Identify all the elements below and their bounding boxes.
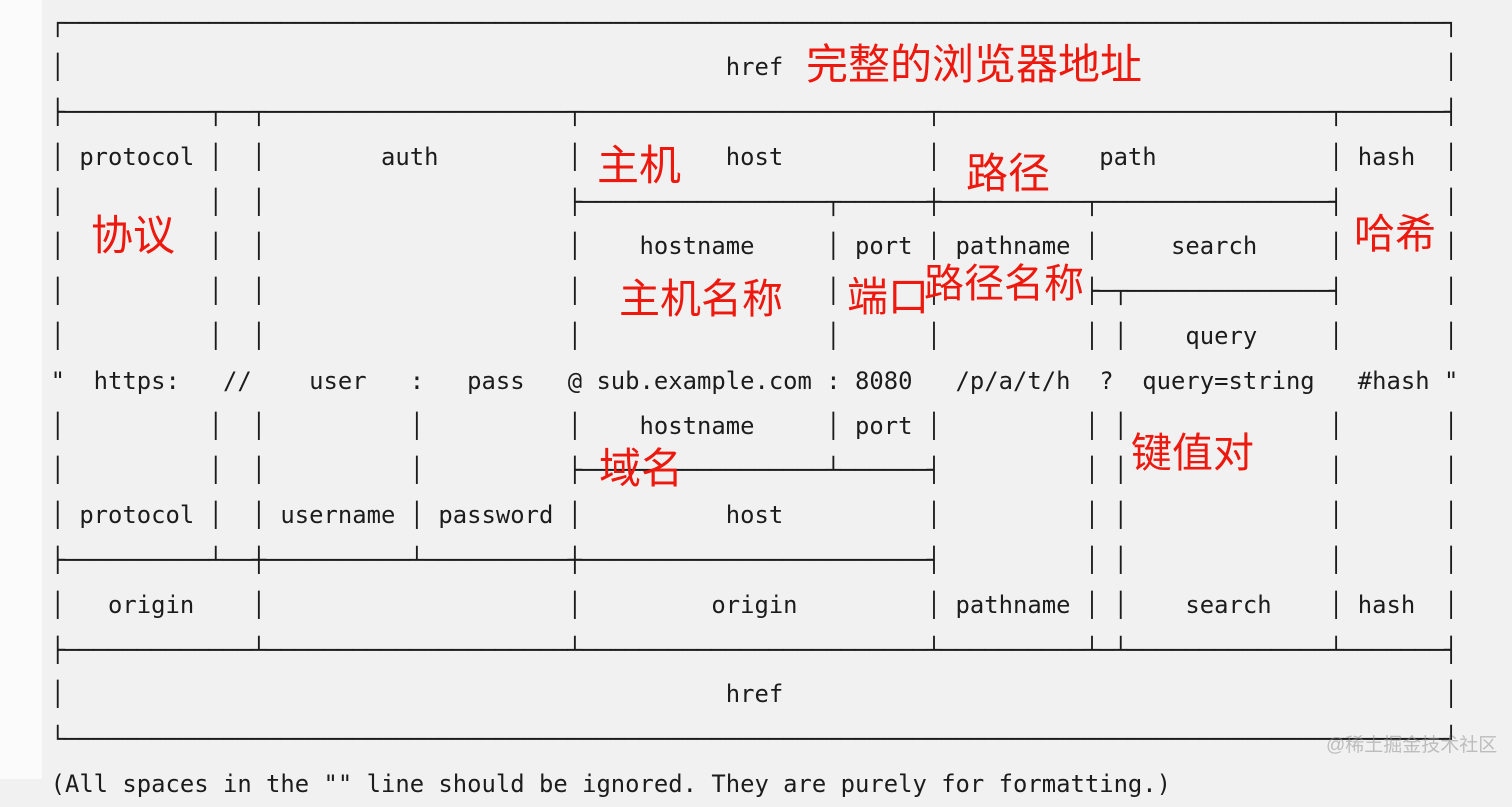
annotation-port-cn: 端口 xyxy=(847,274,929,320)
annotation-pathname-cn: 路径名称 xyxy=(924,262,1084,306)
annotation-host-cn: 主机 xyxy=(597,142,682,189)
annotation-protocol-cn: 协议 xyxy=(91,212,176,259)
url-ascii-diagram: ┌───────────────────────────────────────… xyxy=(50,8,1459,799)
annotation-full-browser-address: 完整的浏览器地址 xyxy=(806,41,1143,88)
left-margin-strip xyxy=(0,0,42,779)
annotation-domain-name-cn: 域名 xyxy=(599,445,684,492)
juejin-watermark: @稀土掘金技术社区 xyxy=(1326,735,1498,756)
annotation-path-cn: 路径 xyxy=(966,150,1051,197)
annotation-key-value-pair-cn: 键值对 xyxy=(1131,430,1254,476)
annotation-hostname-cn: 主机名称 xyxy=(619,276,783,322)
annotation-hash-cn: 哈希 xyxy=(1354,211,1436,257)
